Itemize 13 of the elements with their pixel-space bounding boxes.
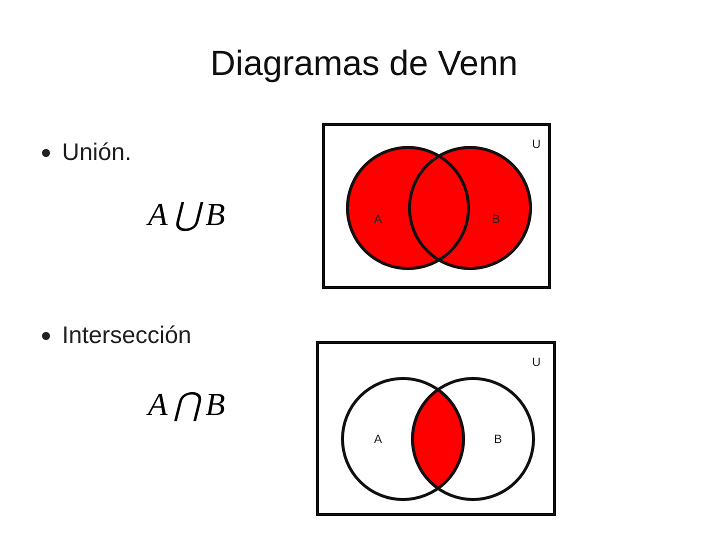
universe-label: U [532,138,541,150]
universe-label: U [532,356,541,368]
set-label: A [374,213,382,225]
set-label: B [494,433,502,445]
set-expression: A⋃B [148,195,232,234]
title: Diagramas de Venn [209,46,519,81]
universe-rectangle [316,341,556,516]
bullet-text: Intersección [62,321,192,351]
set-label: A [374,433,382,445]
universe-rectangle [322,123,551,289]
set-expression: A⋂B [148,385,232,424]
bullet-text: Unión. [62,138,132,168]
set-label: B [492,213,500,225]
